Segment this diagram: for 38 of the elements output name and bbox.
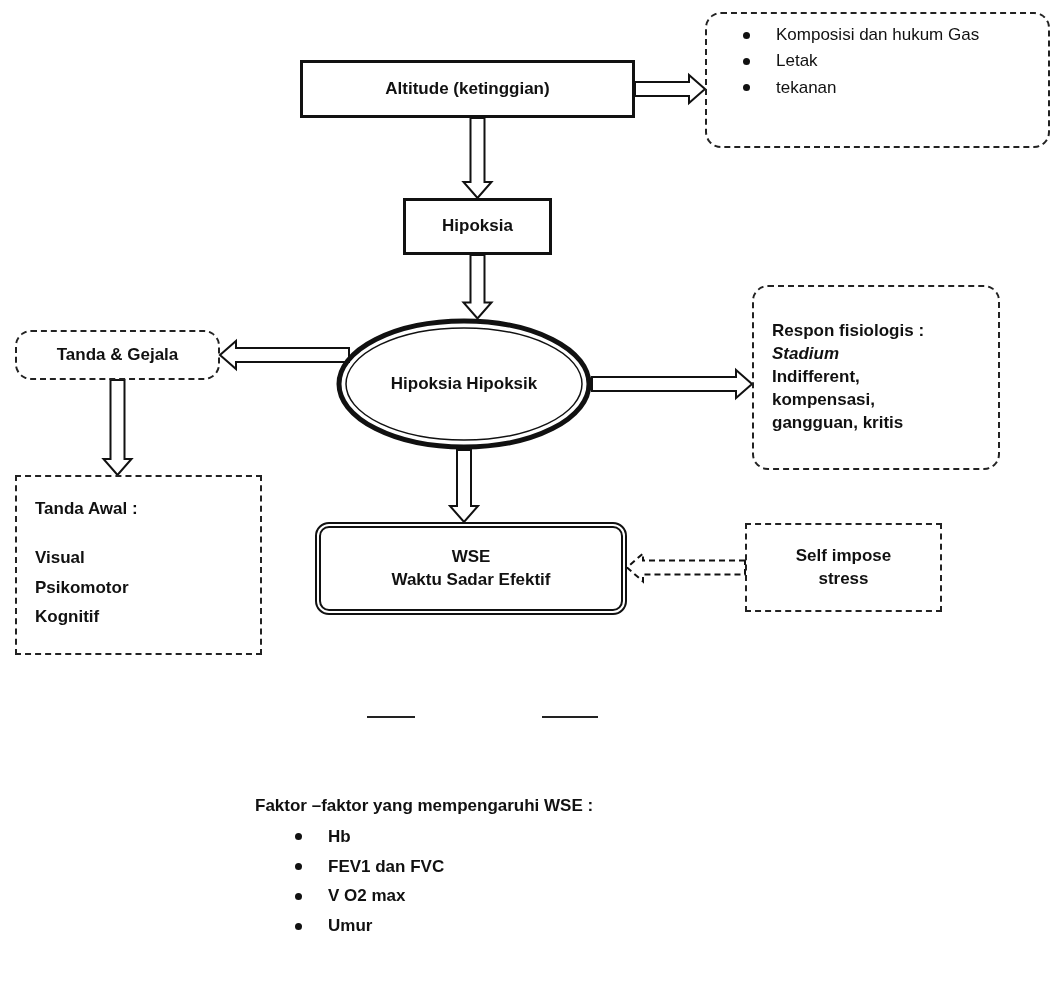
- dashed-rounded-box: [705, 12, 1050, 148]
- block-arrow: [461, 117, 494, 200]
- list-item-text: Komposisi dan hukum Gas: [776, 24, 980, 46]
- double-bordered-box: [315, 522, 627, 615]
- list-item-text: Letak: [776, 50, 818, 73]
- block-arrow: [447, 449, 481, 524]
- dashed-rounded-box: [15, 330, 220, 380]
- box-text: Hipoksia: [442, 215, 513, 238]
- box-text: Self impose stress: [794, 544, 893, 590]
- list-item-text: tekanan: [776, 76, 837, 99]
- box-text: Waktu Sadar Efektif: [391, 568, 551, 591]
- box-text: Stadium: [772, 343, 840, 366]
- block-arrow: [218, 338, 350, 372]
- box-text: Psikomotor: [35, 576, 129, 599]
- dashed-box: [15, 475, 262, 655]
- dashed-rounded-box: [752, 285, 1000, 470]
- list-item-text: Hb: [328, 825, 351, 848]
- box-text: Tanda & Gejala: [56, 343, 179, 366]
- box-text: Visual: [35, 546, 85, 569]
- box-text: Respon fisiologis :: [772, 320, 925, 343]
- box-text: Tanda Awal :: [35, 497, 138, 520]
- box-text: Hipoksia Hipoksik: [390, 372, 538, 395]
- list-item-text: FEV1 dan FVC: [328, 855, 445, 878]
- box-text: Kognitif: [35, 606, 100, 629]
- list-item-text: V O2 max: [328, 885, 406, 908]
- dashed-box: [745, 523, 942, 612]
- block-arrow: [101, 379, 134, 477]
- list-heading: Faktor –faktor yang mempengaruhi WSE :: [255, 795, 594, 817]
- block-arrow: [625, 551, 746, 584]
- box-text: WSE: [451, 545, 491, 568]
- block-arrow: [591, 367, 754, 401]
- process-box: [300, 60, 635, 118]
- box-text: Altitude (ketinggian): [385, 77, 550, 100]
- block-arrow: [634, 72, 707, 106]
- block-arrow: [461, 254, 494, 320]
- box-text: Indifferent, kompensasi, gangguan, kritis: [772, 366, 905, 434]
- list-item-text: Umur: [328, 915, 373, 938]
- process-box: [403, 198, 552, 255]
